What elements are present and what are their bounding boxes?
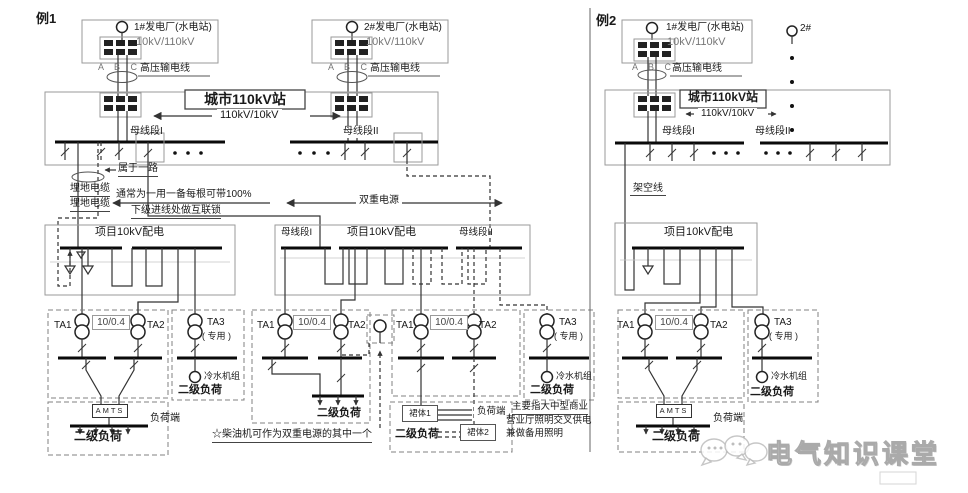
ex1-generator-2 <box>311 19 449 96</box>
dist-mid-bus-ii-label: 母线段II <box>459 227 493 238</box>
ex2-gen2-label: 2# <box>800 23 812 34</box>
hv-line-label-1: 高压输电线 <box>140 63 190 74</box>
ta3-2-secondary-load: 二级负荷 <box>530 384 574 396</box>
ex1-load-a <box>47 401 169 456</box>
ta3-1-secondary-load: 二级负荷 <box>178 384 222 396</box>
watermark-chat-bubbles-icon <box>700 435 917 485</box>
groupB-ta1-label: TA1 <box>257 320 275 331</box>
gen1-title: 1#发电厂(水电站) <box>134 22 212 33</box>
station2-ratio: 110kV/10kV <box>698 108 758 120</box>
note-load-2: 营业厅照明交叉供电 <box>506 415 592 426</box>
groupB-lv-ratio: 10/0.4 <box>293 315 331 330</box>
ex1-generator-1 <box>81 19 219 96</box>
dist-mid-bus-i-label: 母线段I <box>281 227 313 238</box>
ex2-dist-title: 项目10kV配电 <box>664 226 734 238</box>
note-usage-1: 通常为一用一备每根可带100% <box>116 189 252 200</box>
ex2-ta3-dedicated: ( 专用 ) <box>769 331 798 341</box>
note-diesel: ☆柴油机可作为双重电源的其中一个 <box>212 429 372 443</box>
ex1-dist-mid <box>274 224 548 314</box>
phase-labels-2: A B C <box>328 62 372 72</box>
ex2-overhead-route <box>624 143 635 291</box>
ex2-phase-labels: A B C <box>632 62 676 72</box>
ex1-tx-group-ta3-1 <box>171 309 245 401</box>
ex2-tx-group-ta3 <box>747 309 819 403</box>
ex2-gen1-ratio: 10kV/110kV <box>667 36 726 48</box>
ta3-1-dedicated: ( 专用 ) <box>202 331 231 341</box>
ex2-dist <box>614 222 764 314</box>
note-usage-2: 下级进线处做互联锁 <box>131 205 221 219</box>
ex1-podium-loads <box>389 401 513 453</box>
ex1-tx-group-ta3-2 <box>523 309 595 401</box>
ta3-2-label: TA3 <box>559 317 577 328</box>
groupB-secondary-load: 二级负荷 <box>317 407 361 419</box>
ex2-tx-group-a <box>617 309 745 406</box>
station2-title: 城市110kV站 <box>687 90 759 104</box>
ex2-city-station <box>604 89 891 166</box>
ex2-ta3-secondary-load: 二级负荷 <box>750 386 794 398</box>
load-end-label-c: 负荷端 <box>474 406 509 418</box>
hv-line-label-2: 高压输电线 <box>370 63 420 74</box>
example1-label: 例1 <box>36 11 57 26</box>
ex2-hv-line-label: 高压输电线 <box>672 63 722 74</box>
ex2-generator-2 <box>786 25 798 132</box>
gen2-title: 2#发电厂(水电站) <box>364 22 442 33</box>
phase-labels-1: A B C <box>98 62 142 72</box>
ex2-load-a <box>617 401 745 453</box>
note-dual-source: 双重电源 <box>356 195 402 207</box>
ex2-ta3-label: TA3 <box>774 317 792 328</box>
podium-1-box: 裙体1 <box>402 405 438 422</box>
groupA-ta1-label: TA1 <box>54 320 72 331</box>
ex1-tx-group-c <box>391 309 521 424</box>
ex2-gen1-title: 1#发电厂(水电站) <box>666 22 744 33</box>
load-c-secondary-load: 二级负荷 <box>395 428 439 440</box>
load-end-label-a: 负荷端 <box>150 413 180 424</box>
ex2-groupA-ta2-label: TA2 <box>710 320 728 331</box>
gen2-ratio: 10kV/110kV <box>366 36 425 48</box>
groupC-ta1-label: TA1 <box>396 320 414 331</box>
station2-bus-i-label: 母线段I <box>662 126 695 137</box>
ex1-city-station <box>44 89 439 166</box>
station2-bus-ii-label: 母线段II <box>755 126 791 137</box>
ex1-diesel-generator <box>342 314 395 428</box>
note-load-3: 兼做备用照明 <box>506 428 564 439</box>
gen1-ratio: 10kV/110kV <box>136 36 195 48</box>
ta3-1-chiller: 冷水机组 <box>204 371 241 381</box>
load-end-label-b: 负荷端 <box>713 413 743 424</box>
watermark-text: 电气知识课堂 <box>765 439 941 470</box>
dist-mid-title: 项目10kV配电 <box>347 226 417 238</box>
ta3-1-label: TA3 <box>207 317 225 328</box>
note-one-route: 属于一路 <box>118 163 158 177</box>
load-b-secondary-load: 二级负荷 <box>652 429 701 443</box>
ta3-2-dedicated: ( 专用 ) <box>554 331 583 341</box>
amts-switch-b: AMTS <box>656 404 692 418</box>
note-buried-cable-2: 埋地电缆 <box>70 198 110 212</box>
ex1-tx-group-b <box>251 309 371 424</box>
ex2-generator-1 <box>621 19 753 96</box>
podium-2-box: 裙体2 <box>460 424 496 441</box>
ex2-ta3-chiller: 冷水机组 <box>771 371 808 381</box>
ex2-groupA-lv-ratio: 10/0.4 <box>655 315 693 330</box>
station1-bus-i-label: 母线段I <box>130 126 163 137</box>
groupA-ta2-label: TA2 <box>147 320 165 331</box>
groupC-lv-ratio: 10/0.4 <box>430 315 468 330</box>
groupA-lv-ratio: 10/0.4 <box>92 315 130 330</box>
groupC-ta2-label: TA2 <box>479 320 497 331</box>
dist-left-title: 项目10kV配电 <box>95 226 165 238</box>
groupB-ta2-label: TA2 <box>348 320 366 331</box>
note-buried-cable-1: 埋地电缆 <box>70 183 110 197</box>
example2-label: 例2 <box>596 13 617 28</box>
note-load-1: 主要指大中型商业 <box>512 401 589 415</box>
ex1-tx-group-a <box>47 302 169 406</box>
station1-bus-ii-label: 母线段II <box>340 126 382 138</box>
ta3-2-chiller: 冷水机组 <box>556 371 593 381</box>
note-overhead-line: 架空线 <box>630 183 666 196</box>
ex2-groupA-ta1-label: TA1 <box>617 320 635 331</box>
station1-ratio: 110kV/10kV <box>217 109 282 122</box>
amts-switch-a: AMTS <box>92 404 128 418</box>
load-a-secondary-load: 二级负荷 <box>74 429 123 443</box>
station1-title: 城市110kV站 <box>204 91 286 107</box>
